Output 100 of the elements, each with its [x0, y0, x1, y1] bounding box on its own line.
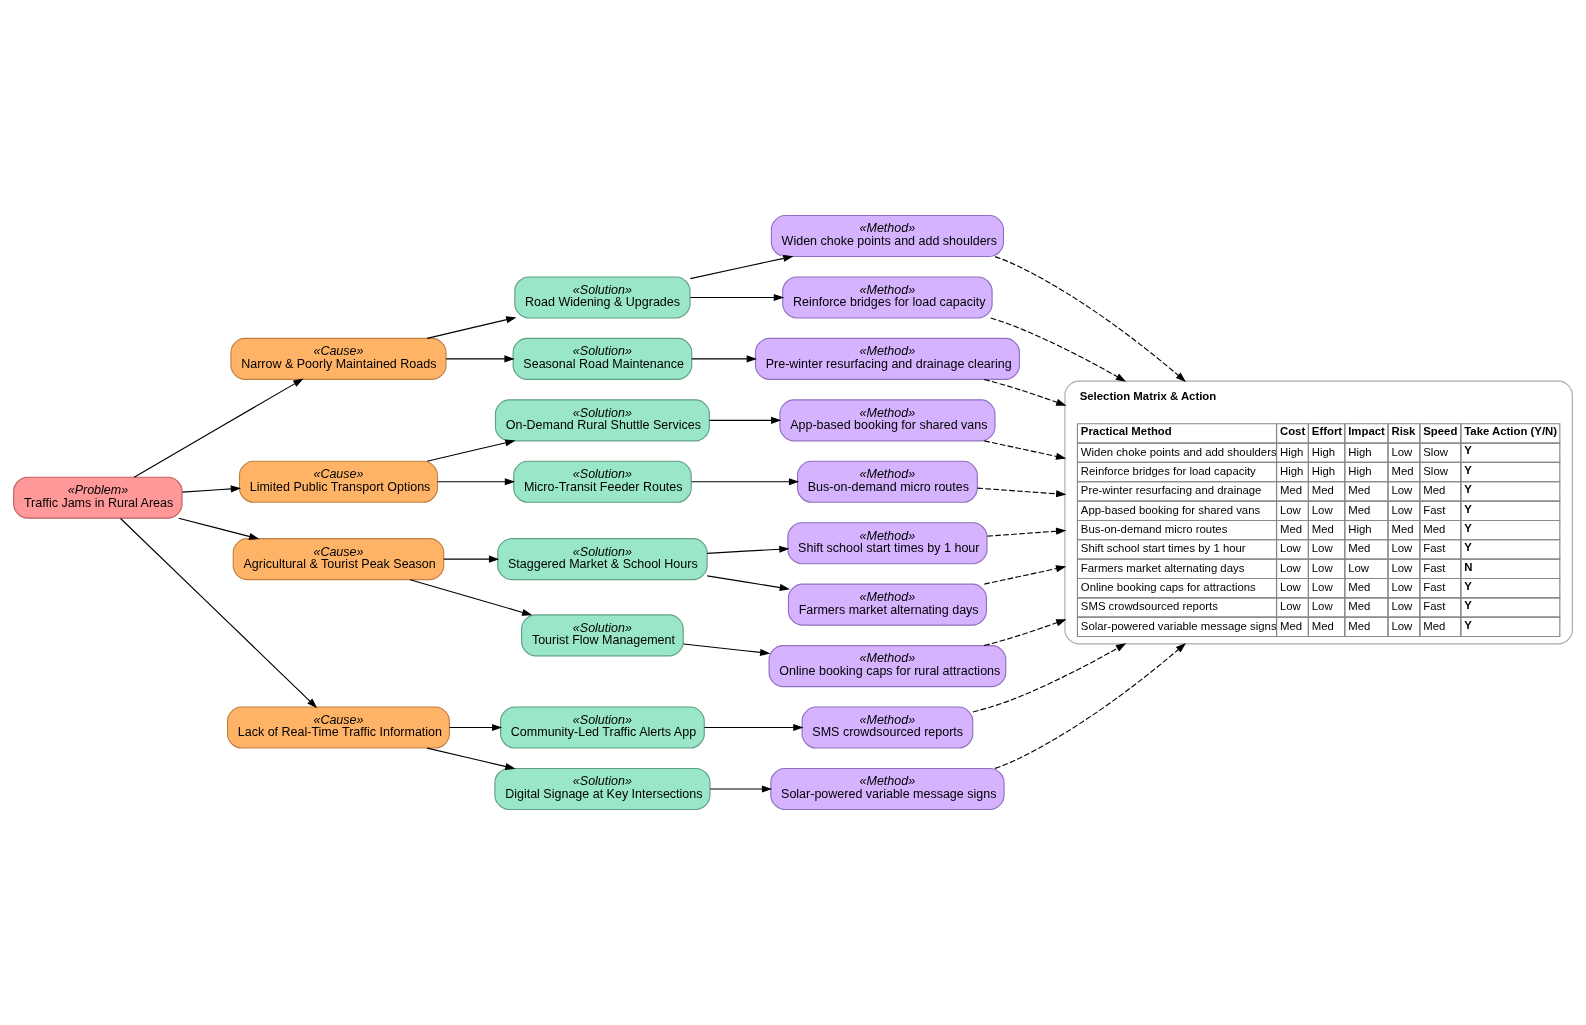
label: High: [1279, 445, 1304, 458]
arrow: [691, 355, 757, 363]
node-box: «Cause» Limited Public Transport Options: [238, 460, 439, 503]
arrow: [983, 565, 1067, 585]
label: Risk: [1391, 425, 1416, 438]
arrow: [990, 317, 1127, 382]
label: Med: [1311, 484, 1334, 497]
label: Y: [1464, 579, 1472, 592]
arrow: [983, 378, 1067, 406]
arrow: [426, 316, 517, 339]
node-box: «Cause» Lack of Real-Time Traffic Information: [227, 706, 450, 749]
arrow: [409, 579, 533, 616]
arrow: [689, 293, 785, 302]
node-box: «Method» SMS crowdsourced reports: [801, 706, 974, 749]
label: Bus-on-demand micro routes: [1080, 522, 1228, 535]
label: Med: [1311, 522, 1334, 535]
label: Med: [1311, 619, 1334, 632]
arrow: [709, 785, 773, 793]
label: Med: [1279, 619, 1303, 632]
label: Med: [1279, 522, 1303, 535]
label: Low: [1279, 581, 1301, 593]
label: Low: [1391, 542, 1413, 555]
node-box: «Cause» Narrow & Poorly Maintained Roads: [230, 337, 447, 380]
label: Low: [1311, 503, 1333, 516]
arrow: [426, 439, 516, 462]
arrow: [426, 747, 516, 770]
label: Y: [1464, 599, 1472, 612]
label: Med: [1348, 503, 1371, 516]
arrow: [178, 517, 260, 540]
node-box: «Solution» Staggered Market & School Hours: [497, 538, 708, 581]
arrow: [690, 478, 800, 486]
label: Pre-winter resurfacing and drainage: [1080, 484, 1262, 497]
label: Low: [1348, 561, 1370, 574]
label: Low: [1311, 581, 1333, 593]
node-box: «Solution» Tourist Flow Management: [521, 614, 684, 657]
label: Med: [1279, 484, 1303, 497]
label: Med: [1348, 619, 1371, 632]
label: Impact: [1348, 425, 1385, 438]
arrow: [983, 619, 1067, 647]
label: Online booking caps for attractions: [1080, 581, 1256, 593]
label: High: [1311, 464, 1336, 477]
label: Med: [1391, 464, 1414, 477]
label: Y: [1464, 463, 1472, 476]
node-box: «Solution» Community-Led Traffic Alerts App: [500, 706, 705, 749]
arrow: [976, 487, 1067, 498]
label: Fast: [1423, 542, 1446, 555]
node-box: «Method» Bus-on-demand micro routes: [796, 460, 978, 503]
arrow: [120, 517, 318, 709]
label: Farmers market alternating days: [1080, 561, 1245, 574]
label: Low: [1391, 581, 1413, 593]
node-box: «Solution» Seasonal Road Maintenance: [512, 337, 693, 380]
label: Med: [1423, 522, 1446, 535]
arrow: [445, 355, 515, 363]
arrow: [682, 643, 771, 656]
label: Low: [1391, 619, 1413, 632]
label: Widen choke points and add shoulders: [1080, 445, 1277, 458]
label: Low: [1391, 561, 1413, 574]
node-box: «Method» Widen choke points and add shoulders: [770, 215, 1005, 258]
arrow: [133, 378, 304, 478]
arrow: [994, 643, 1186, 769]
arrow: [994, 256, 1186, 382]
arrow: [689, 254, 794, 280]
label: App-based booking for shared vans: [1080, 503, 1261, 516]
label: Low: [1279, 600, 1301, 613]
label: Y: [1464, 444, 1472, 457]
label: Med: [1348, 484, 1371, 497]
node-box: «Solution» Digital Signage at Key Intersections: [494, 767, 711, 811]
label: Slow: [1423, 445, 1448, 458]
label: Med: [1423, 619, 1446, 632]
node-box: «Solution» Road Widening & Upgrades: [514, 276, 691, 319]
label: Low: [1391, 484, 1413, 497]
arrow: [181, 485, 242, 493]
label: High: [1348, 464, 1372, 477]
label: Low: [1391, 600, 1413, 613]
arrow: [983, 440, 1067, 460]
node-box: «Solution» On-Demand Rural Shuttle Services: [494, 399, 710, 442]
arrow: [986, 527, 1067, 537]
label: Fast: [1423, 503, 1446, 516]
label: Med: [1348, 600, 1371, 613]
node-box: «Method» Online booking caps for rural attractions: [768, 645, 1007, 688]
label: Fast: [1423, 600, 1446, 613]
label: Y: [1464, 541, 1472, 554]
label: Practical Method: [1080, 425, 1172, 438]
label: N: [1464, 560, 1473, 573]
label: Low: [1311, 561, 1333, 574]
node-box: «Method» Solar-powered variable message signs: [770, 767, 1005, 811]
label: Med: [1423, 484, 1446, 497]
label: Y: [1464, 618, 1472, 631]
label: Low: [1279, 503, 1301, 516]
node-box: «Problem» Traffic Jams in Rural Areas: [13, 476, 183, 519]
label: Low: [1279, 561, 1301, 574]
arrow: [443, 555, 500, 563]
label: Cost: [1279, 425, 1306, 438]
arrow: [437, 478, 516, 486]
label: Low: [1279, 542, 1301, 555]
label: Low: [1311, 600, 1333, 613]
label: High: [1348, 522, 1372, 535]
node-box: «Method» Reinforce bridges for load capacity: [782, 276, 993, 319]
label: Shift school start times by 1 hour: [1080, 542, 1246, 555]
label: Effort: [1311, 425, 1343, 438]
